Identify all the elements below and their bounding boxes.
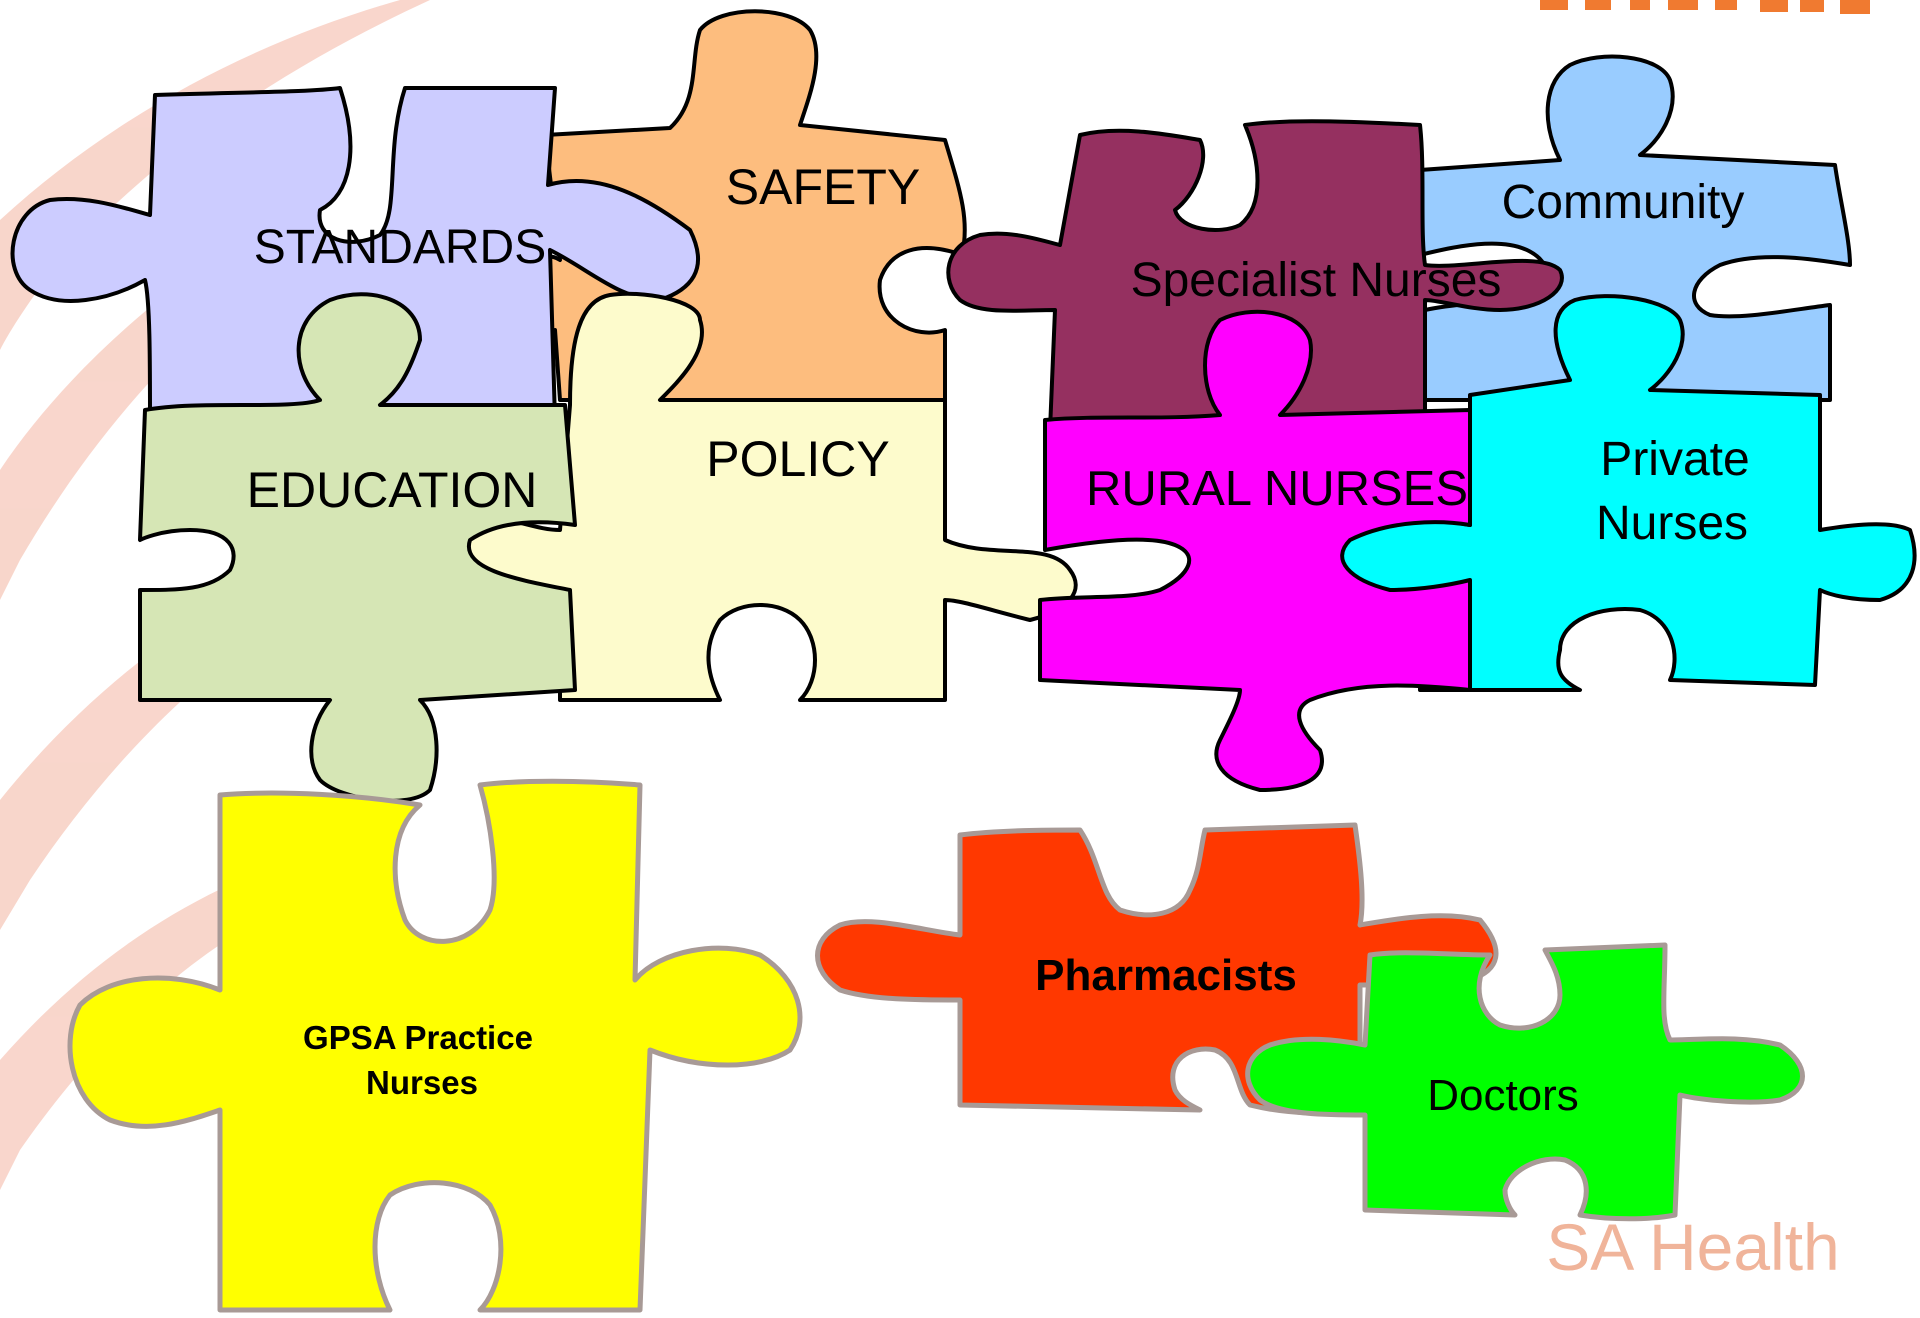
corner-fragment (1540, 0, 1870, 14)
puzzle-piece-rural (1038, 309, 1472, 792)
label-community: Community (1502, 176, 1745, 229)
label-policy: POLICY (706, 431, 889, 487)
label-rural: RURAL NURSES (1086, 462, 1468, 516)
label-doctors: Doctors (1427, 1071, 1579, 1120)
watermark-swoosh-1 (0, 0, 430, 350)
label-pharmacists: Pharmacists (1035, 951, 1297, 1000)
label-gpsa-line2: Nurses (366, 1064, 478, 1101)
label-private-line1: Private (1600, 433, 1749, 486)
puzzle-piece-education (138, 292, 577, 803)
sa-health-logo: SA Health (1546, 1210, 1840, 1284)
puzzle-piece-standards (10, 86, 701, 422)
label-safety: SAFETY (726, 159, 920, 215)
label-private-line2: Nurses (1596, 497, 1748, 550)
puzzle-piece-specialist (946, 119, 1564, 432)
watermark-swoosh-4 (0, 880, 260, 1190)
label-education: EDUCATION (247, 462, 538, 518)
puzzle-piece-gpsa (67, 778, 803, 1313)
label-gpsa-line1: GPSA Practice (303, 1019, 533, 1056)
label-standards: STANDARDS (254, 221, 546, 274)
label-specialist: Specialist Nurses (1131, 254, 1502, 307)
puzzle-piece-doctors (1245, 942, 1805, 1222)
